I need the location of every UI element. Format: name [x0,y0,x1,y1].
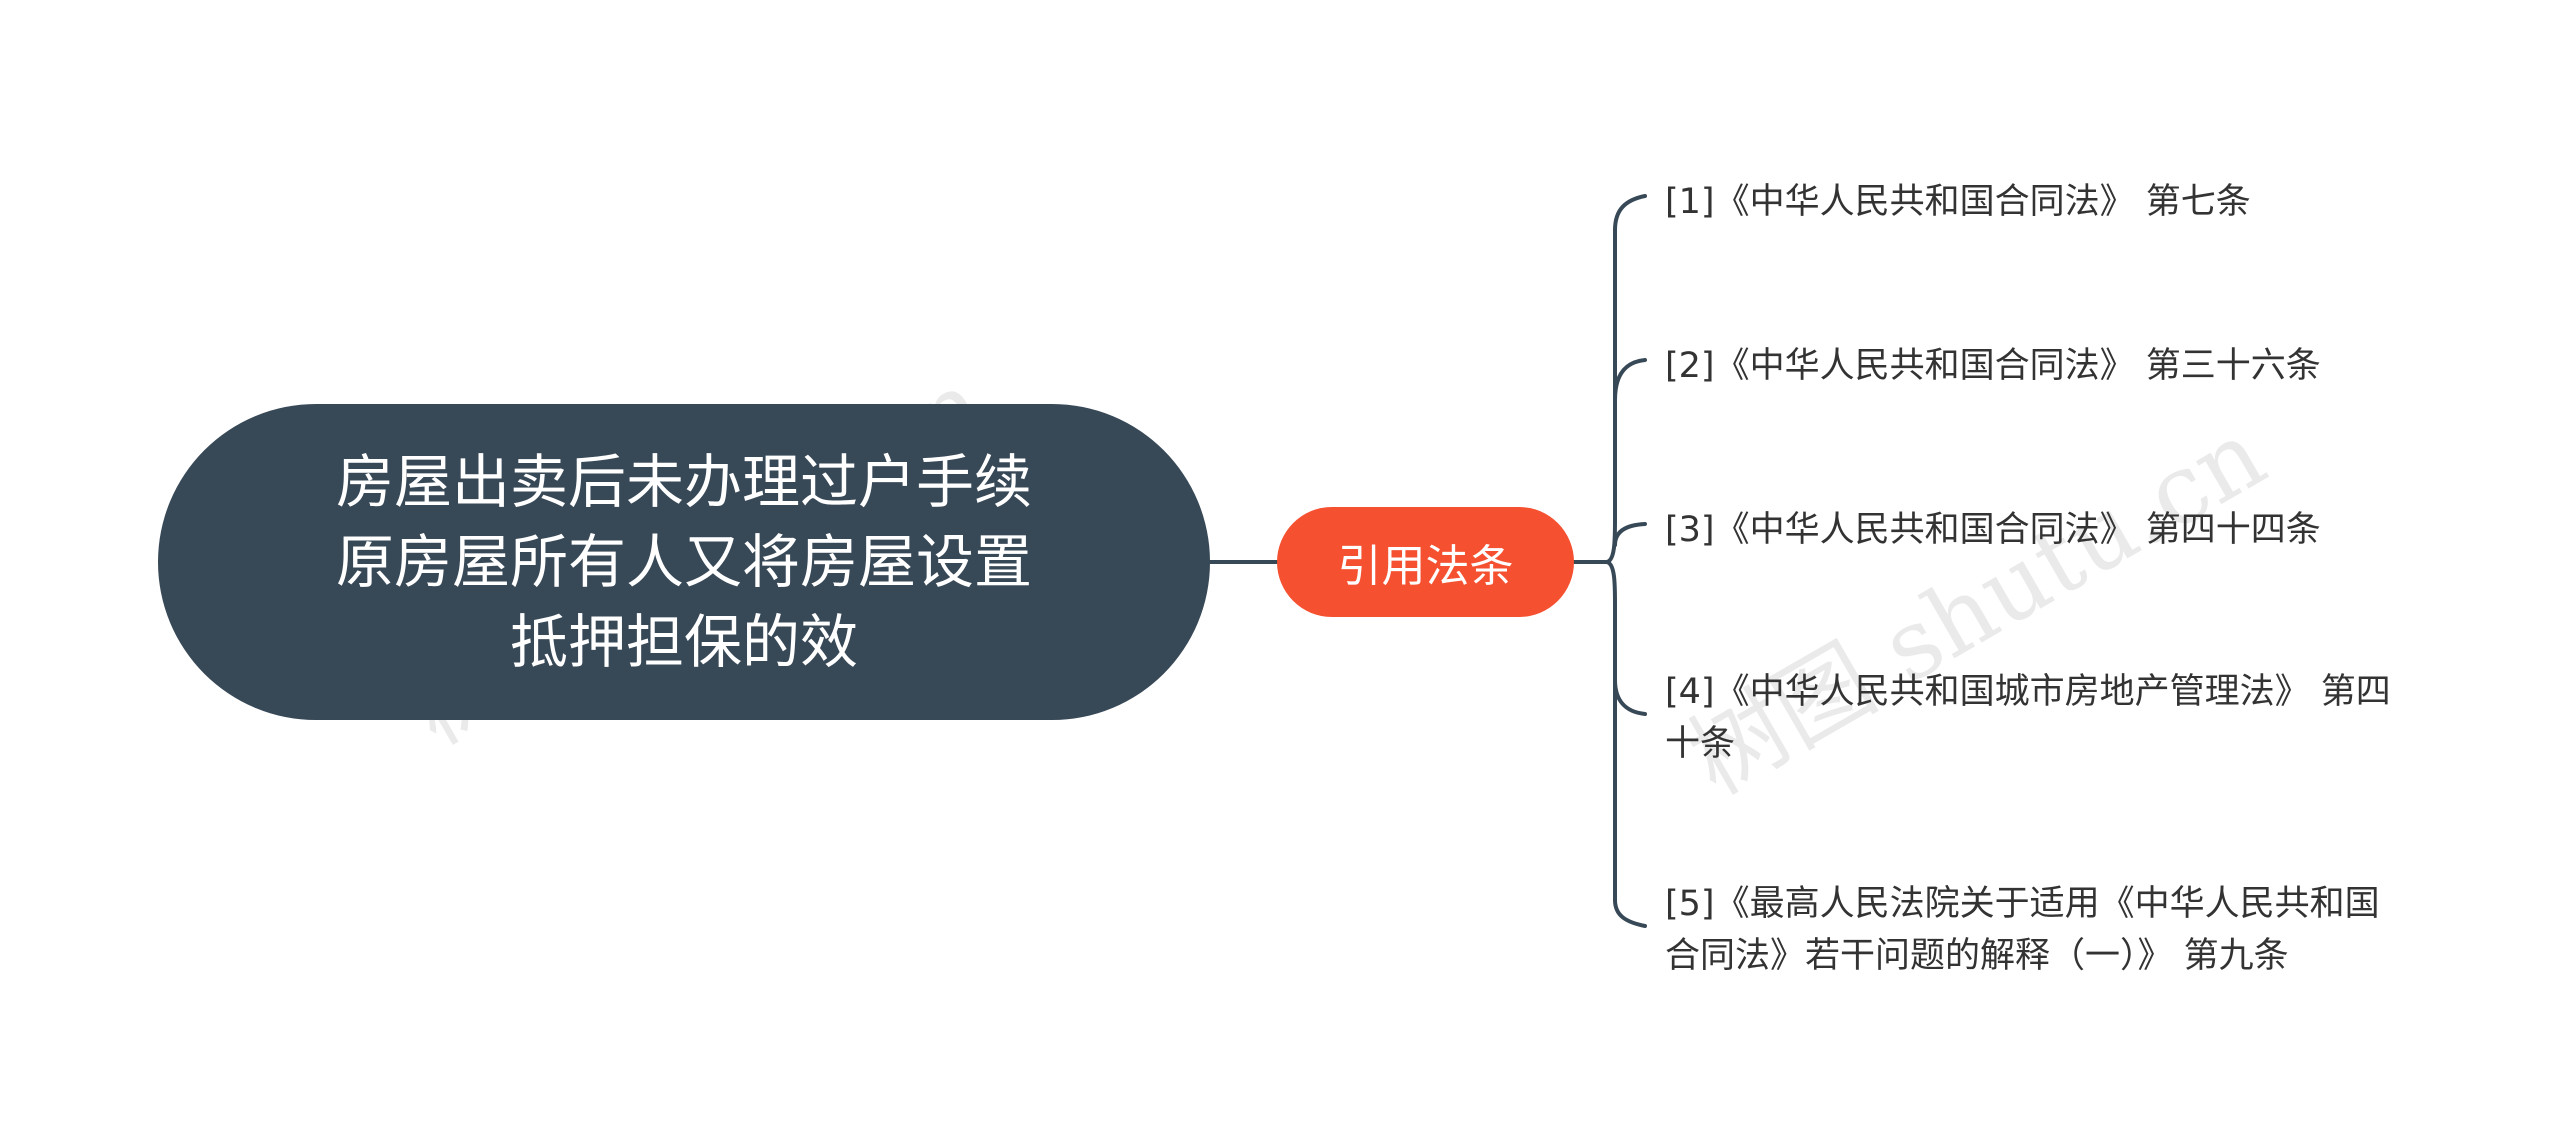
leaf-node-4[interactable]: [4]《中华人民共和国城市房地产管理法》 第四十条 [1665,672,2391,764]
leaf-connector-2 [1613,358,1647,402]
root-label: 房屋出卖后未办理过户手续原房屋所有人又将房屋设置抵押担保的效 [335,448,1032,676]
branch-node-citations[interactable]: 引用法条 [1277,507,1574,617]
trunk-line-lower [1604,560,1647,928]
leaf-connector-3 [1613,522,1647,547]
leaf-node-2[interactable]: [2]《中华人民共和国合同法》 第三十六条 [1665,346,2321,386]
leaf-node-1[interactable]: [1]《中华人民共和国合同法》 第七条 [1665,182,2251,222]
leaf-node-3[interactable]: [3]《中华人民共和国合同法》 第四十四条 [1665,510,2321,550]
leaf-node-5[interactable]: [5]《最高人民法院关于适用《中华人民共和国合同法》若干问题的解释（一）》 第九… [1665,884,2380,976]
trunk-line [1604,194,1647,564]
root-node[interactable]: 房屋出卖后未办理过户手续原房屋所有人又将房屋设置抵押担保的效 [158,404,1210,720]
leaf-connector-4 [1613,678,1647,716]
branch-label: 引用法条 [1337,541,1514,592]
